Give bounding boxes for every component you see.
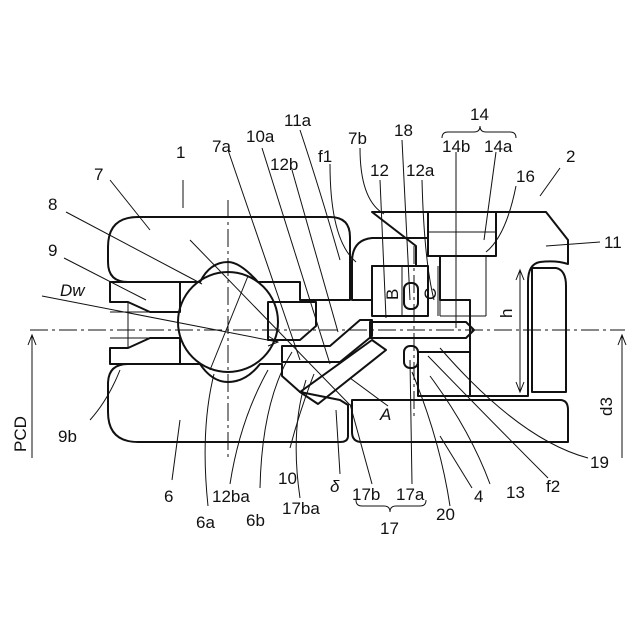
- label-C: C: [421, 288, 440, 300]
- seal-9-lower: [110, 338, 180, 364]
- label-17a: 17a: [396, 485, 425, 504]
- label-4: 4: [474, 487, 483, 506]
- label-7: 7: [94, 165, 103, 184]
- label-f1: f1: [318, 147, 332, 166]
- label-12: 12: [370, 161, 389, 180]
- label-7a: 7a: [212, 137, 231, 156]
- o-ring-18-lower: [404, 346, 418, 368]
- label-12ba: 12ba: [212, 487, 250, 506]
- label-6b: 6b: [246, 511, 265, 530]
- label-6: 6: [164, 487, 173, 506]
- label-19: 19: [590, 453, 609, 472]
- label-f2: f2: [546, 477, 560, 496]
- label-9b: 9b: [58, 427, 77, 446]
- label-14a: 14a: [484, 137, 513, 156]
- label-17ba: 17ba: [282, 499, 320, 518]
- label-10a: 10a: [246, 127, 275, 146]
- label-17b: 17b: [352, 485, 380, 504]
- ball-contact-line: [210, 276, 248, 370]
- label-14: 14: [470, 105, 489, 124]
- housing-4-lower-body: [418, 352, 470, 396]
- label-pcd: PCD: [11, 416, 30, 452]
- label-18: 18: [394, 121, 413, 140]
- label-delta: δ: [330, 477, 340, 496]
- label-h: h: [497, 309, 516, 318]
- label-13: 13: [506, 483, 525, 502]
- label-8: 8: [48, 195, 57, 214]
- label-20: 20: [436, 505, 455, 524]
- housing-11: [352, 212, 568, 396]
- label-10: 10: [278, 469, 297, 488]
- label-16: 16: [516, 167, 535, 186]
- dw-dimension-line: [42, 296, 278, 342]
- label-d3: d3: [597, 397, 616, 416]
- label-B: B: [383, 289, 402, 300]
- o-ring-18-upper: [404, 283, 418, 309]
- outer-ring-7: [108, 217, 350, 300]
- label-1: 1: [176, 143, 185, 162]
- label-2: 2: [566, 147, 575, 166]
- label-9: 9: [48, 241, 57, 260]
- label-12a: 12a: [406, 161, 435, 180]
- label-17: 17: [380, 519, 399, 538]
- label-A: A: [379, 405, 391, 424]
- label-6a: 6a: [196, 513, 215, 532]
- label-14b: 14b: [442, 137, 470, 156]
- label-7b: 7b: [348, 129, 367, 148]
- label-11a: 11a: [284, 111, 312, 130]
- label-12b: 12b: [270, 155, 298, 174]
- contact-angle-line: [190, 240, 350, 405]
- bolt-14: [428, 212, 496, 256]
- label-dw: Dw: [60, 281, 86, 300]
- label-11: 11: [604, 233, 622, 252]
